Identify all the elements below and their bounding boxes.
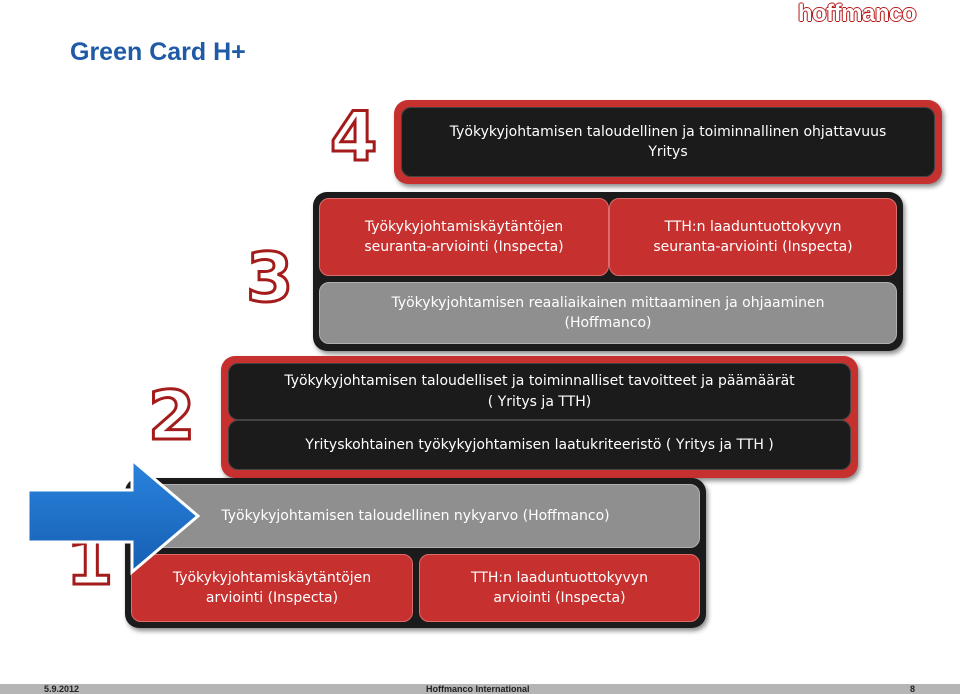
blue-arrow-icon [28, 458, 200, 576]
level-1-box-left: Työkykyjohtamiskäytäntöjen arviointi (In… [131, 554, 413, 622]
level-1-top-text: Työkykyjohtamisen taloudellinen nykyarvo… [221, 507, 610, 524]
level-3-left-line-1: Työkykyjohtamiskäytäntöjen [364, 218, 564, 235]
level-3-left-line-2: seuranta-arviointi (Inspecta) [364, 239, 564, 255]
level-3-box-right: TTH:n laaduntuottokyvyn seuranta-arvioin… [609, 198, 897, 276]
level-4-line-1: Työkykyjohtamisen taloudellinen ja toimi… [449, 123, 887, 140]
level-4-line-2: Yritys [648, 144, 688, 160]
level-1-right-line-2: arviointi (Inspecta) [493, 590, 626, 606]
level-2-top-line-2: ( Yritys ja TTH) [487, 393, 592, 410]
level-1-box-right: TTH:n laaduntuottokyvyn arviointi (Inspe… [419, 554, 700, 622]
level-3-bottom-line-2: (Hoffmanco) [564, 315, 652, 331]
hoffmanco-logo: hoffmanco [797, 0, 917, 27]
footer-date: 5.9.2012 [44, 684, 80, 694]
level-3-box-left: Työkykyjohtamiskäytäntöjen seuranta-arvi… [319, 198, 609, 276]
level-1-right-line-1: TTH:n laaduntuottokyvyn [471, 569, 648, 586]
footer-company: Hoffmanco International [426, 684, 530, 694]
level-1-left-line-2: arviointi (Inspecta) [205, 590, 339, 606]
footer-bar: 5.9.2012 Hoffmanco International 8 [0, 684, 960, 694]
footer-page-number: 8 [910, 684, 916, 694]
level-2-frame: Työkykyjohtamisen taloudelliset ja toimi… [221, 356, 858, 478]
level-2-number: 2 [146, 377, 196, 456]
level-4-number: 4 [328, 98, 378, 177]
level-3-number: 3 [244, 239, 294, 318]
level-3-bottom-line-1: Työkykyjohtamisen reaaliaikainen mittaam… [391, 294, 825, 311]
level-1-left-line-1: Työkykyjohtamiskäytäntöjen [172, 569, 372, 586]
level-3-box-bottom: Työkykyjohtamisen reaaliaikainen mittaam… [319, 282, 897, 344]
level-4-box: Työkykyjohtamisen taloudellinen ja toimi… [401, 107, 935, 177]
slide-title: Green Card H+ [70, 38, 246, 66]
level-1-frame: Työkykyjohtamisen taloudellinen nykyarvo… [125, 478, 706, 628]
level-3-right-line-2: seuranta-arviointi (Inspecta) [653, 239, 853, 255]
level-3-right-line-1: TTH:n laaduntuottokyvyn [664, 218, 842, 235]
level-2-box-top: Työkykyjohtamisen taloudelliset ja toimi… [228, 363, 851, 420]
level-4-frame: Työkykyjohtamisen taloudellinen ja toimi… [394, 100, 942, 184]
level-2-top-line-1: Työkykyjohtamisen taloudelliset ja toimi… [284, 373, 795, 390]
level-2-bottom-text: Yrityskohtainen työkykyjohtamisen laatuk… [305, 436, 774, 453]
level-1-box-top: Työkykyjohtamisen taloudellinen nykyarvo… [131, 484, 700, 548]
level-3-frame: Työkykyjohtamiskäytäntöjen seuranta-arvi… [313, 192, 903, 351]
level-2-box-bottom: Yrityskohtainen työkykyjohtamisen laatuk… [228, 420, 851, 470]
